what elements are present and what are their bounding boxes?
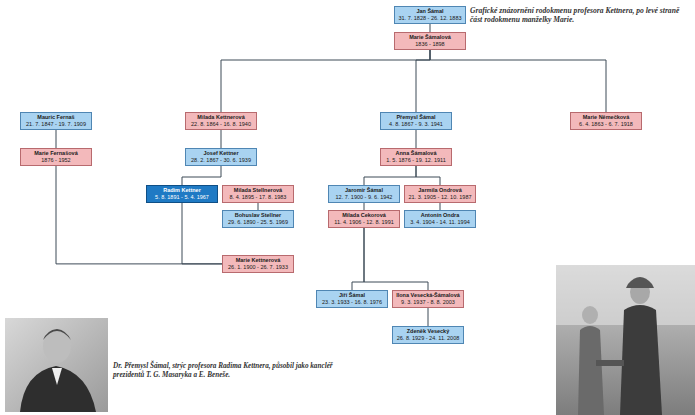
life-dates: 5. 8. 1891 - 5. 4. 1967 xyxy=(150,194,214,201)
person-name: Milada Cekorová xyxy=(332,212,396,219)
life-dates: 29. 6. 1890 - 25. 5. 1969 xyxy=(226,219,290,226)
life-dates: 28. 2. 1867 - 30. 6. 1939 xyxy=(189,157,253,164)
female-person-box: Marie Fernašová1876 - 1952 xyxy=(20,148,92,166)
family-line xyxy=(364,166,416,185)
female-person-box: Anna Šámalová1. 5. 1876 - 19. 12. 1911 xyxy=(380,148,452,166)
female-person-box: Marie Němečková6. 4. 1863 - 6. 7. 1918 xyxy=(570,112,642,130)
family-line xyxy=(416,166,440,185)
life-dates: 21. 7. 1847 - 19. 7. 1909 xyxy=(24,121,88,128)
person-name: Jaromír Šámal xyxy=(332,187,396,194)
family-line xyxy=(56,130,57,148)
male-person-box: Antonín Ondra3. 4. 1904 - 14. 11. 1994 xyxy=(404,210,476,228)
life-dates: 11. 4. 1906 - 12. 8. 1991 xyxy=(332,219,396,226)
person-name: Jan Šámal xyxy=(398,8,462,15)
life-dates: 9. 3. 1937 - 8. 8. 2003 xyxy=(396,299,460,306)
life-dates: 23. 3. 1933 - 16. 8. 1976 xyxy=(320,299,384,306)
life-dates: 22. 8. 1864 - 16. 8. 1940 xyxy=(189,121,253,128)
family-line xyxy=(364,203,365,210)
female-person-box: Milada Kettnerová22. 8. 1864 - 16. 8. 19… xyxy=(185,112,257,130)
life-dates: 8. 4. 1895 - 17. 8. 1983 xyxy=(226,194,290,201)
male-person-box: Jan Šámal31. 7. 1828 - 26. 12. 1883 xyxy=(394,6,466,24)
person-name: Ilona Vesecká-Šámalová xyxy=(396,292,460,299)
person-name: Anna Šámalová xyxy=(384,150,448,157)
person-name: Jiří Šámal xyxy=(320,292,384,299)
family-photo xyxy=(556,265,695,415)
diagram-title: Grafické znázornění rodokmenu profesora … xyxy=(470,6,688,25)
male-person-box: Josef Kettner28. 2. 1867 - 30. 6. 1939 xyxy=(185,148,257,166)
female-person-box: Marie Kettnerová26. 1. 1900 - 26. 7. 193… xyxy=(222,255,294,273)
life-dates: 3. 4. 1904 - 14. 11. 1994 xyxy=(408,219,472,226)
person-name: Marie Šámalová xyxy=(398,34,462,41)
family-line xyxy=(430,50,606,112)
family-line xyxy=(182,203,222,264)
family-line xyxy=(258,203,259,210)
person-name: Marie Němečková xyxy=(574,114,638,121)
life-dates: 31. 7. 1828 - 26. 12. 1883 xyxy=(398,15,462,22)
male-person-box: Zdeněk Vesecký26. 8. 1929 - 24. 11. 2008 xyxy=(392,326,464,344)
family-line xyxy=(440,203,441,210)
person-name: Zdeněk Vesecký xyxy=(396,328,460,335)
person-name: Antonín Ondra xyxy=(408,212,472,219)
life-dates: 1. 5. 1876 - 19. 12. 1911 xyxy=(384,157,448,164)
family-line xyxy=(221,50,430,112)
life-dates: 6. 4. 1863 - 6. 7. 1918 xyxy=(574,121,638,128)
life-dates: 12. 7. 1900 - 9. 6. 1942 xyxy=(332,194,396,201)
photo-caption: Dr. Přemysl Šámal, strýc profesora Radim… xyxy=(113,362,335,380)
family-line xyxy=(430,24,431,32)
person-name: Marie Fernašová xyxy=(24,150,88,157)
life-dates: 4. 8. 1867 - 9. 3. 1941 xyxy=(384,121,448,128)
male-person-box: Přemysl Šámal4. 8. 1867 - 9. 3. 1941 xyxy=(380,112,452,130)
family-line xyxy=(416,50,430,112)
person-name: Mauric Fernaš xyxy=(24,114,88,121)
family-line xyxy=(428,308,429,326)
person-name: Radim Kettner xyxy=(150,187,214,194)
male-person-box: Jiří Šámal23. 3. 1933 - 16. 8. 1976 xyxy=(316,290,388,308)
person-name: Přemysl Šámal xyxy=(384,114,448,121)
family-line xyxy=(221,130,222,148)
female-person-box: Jarmila Ondrová21. 3. 1905 - 12. 10. 198… xyxy=(404,185,476,203)
female-person-box: Milada Stellnerová8. 4. 1895 - 17. 8. 19… xyxy=(222,185,294,203)
male-person-box: Bohuslav Stellner29. 6. 1890 - 25. 5. 19… xyxy=(222,210,294,228)
life-dates: 1836 - 1898 xyxy=(398,41,462,48)
person-name: Josef Kettner xyxy=(189,150,253,157)
life-dates: 26. 1. 1900 - 26. 7. 1933 xyxy=(226,264,290,271)
family-line xyxy=(352,228,364,290)
male-person-box: Radim Kettner5. 8. 1891 - 5. 4. 1967 xyxy=(146,185,218,203)
person-name: Milada Kettnerová xyxy=(189,114,253,121)
person-name: Bohuslav Stellner xyxy=(226,212,290,219)
portrait-photo xyxy=(5,318,108,412)
life-dates: 21. 3. 1905 - 12. 10. 1987 xyxy=(408,194,472,201)
family-line xyxy=(364,228,428,290)
person-name: Marie Kettnerová xyxy=(226,257,290,264)
male-person-box: Jaromír Šámal12. 7. 1900 - 9. 6. 1942 xyxy=(328,185,400,203)
life-dates: 1876 - 1952 xyxy=(24,157,88,164)
male-person-box: Mauric Fernaš21. 7. 1847 - 19. 7. 1909 xyxy=(20,112,92,130)
female-person-box: Marie Šámalová1836 - 1898 xyxy=(394,32,466,50)
female-person-box: Milada Cekorová11. 4. 1906 - 12. 8. 1991 xyxy=(328,210,400,228)
person-name: Jarmila Ondrová xyxy=(408,187,472,194)
family-line xyxy=(416,130,417,148)
female-person-box: Ilona Vesecká-Šámalová9. 3. 1937 - 8. 8.… xyxy=(392,290,464,308)
family-line xyxy=(182,166,221,185)
family-line xyxy=(56,166,222,264)
person-name: Milada Stellnerová xyxy=(226,187,290,194)
life-dates: 26. 8. 1929 - 24. 11. 2008 xyxy=(396,335,460,342)
